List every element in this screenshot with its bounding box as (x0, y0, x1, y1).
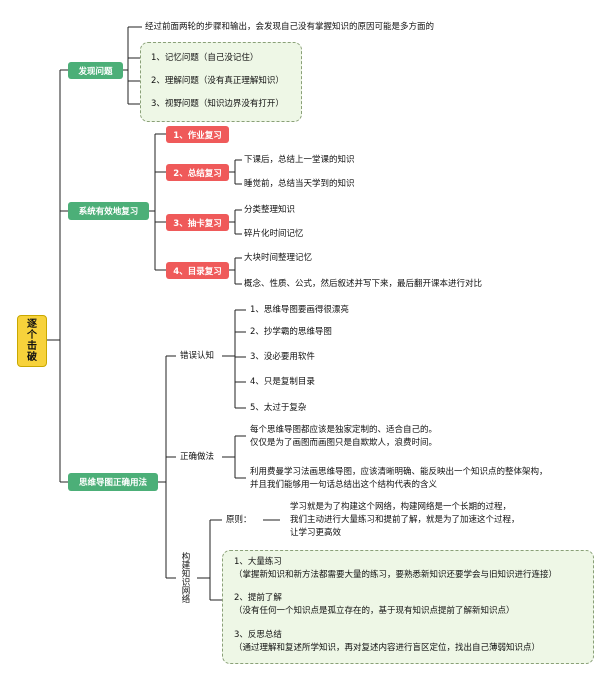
misconception-1: 1、思维导图要画得很漂亮 (250, 305, 349, 315)
correct-practice-label: 正确做法 (180, 452, 215, 462)
network-label: 构建知识网络 (180, 552, 190, 603)
correct-para2-line1: 利用费曼学习法画思维导图，应该清晰明确、能反映出一个知识点的整体架构， (250, 467, 548, 477)
find-problem-item-3: 3、视野问题（知识边界没有打开） (151, 99, 284, 109)
review-summary-detail-1: 下课后，总结上一堂课的知识 (244, 155, 355, 165)
find-problem-intro: 经过前面两轮的步骤和输出，会发现自己没有掌握知识的原因可能是多方面的 (145, 22, 435, 32)
find-problem-box (140, 42, 302, 122)
review-card[interactable]: 3、抽卡复习 (166, 214, 229, 231)
principle-line-2: 我们主动进行大量练习和提前了解，就是为了加速这个过程， (290, 515, 520, 525)
branch-find-problem-label: 发现问题 (78, 66, 113, 77)
review-card-detail-2: 碎片化时间记忆 (244, 229, 304, 239)
misconception-2: 2、抄学霸的思维导图 (250, 327, 332, 337)
network-item-1-desc: （掌握新知识和新方法都需要大量的练习，要熟悉新知识还要学会与旧知识进行连接） (234, 570, 558, 580)
correct-para1-line2: 仅仅是为了画图而画图只是自欺欺人，浪费时间。 (250, 438, 438, 448)
network-item-3-title: 3、反思总结 (234, 630, 282, 640)
review-catalog-detail-2: 概念、性质、公式，然后叙述并写下来，最后翻开课本进行对比 (244, 279, 483, 289)
misconception-5: 5、太过于复杂 (250, 403, 307, 413)
principle-line-1: 学习就是为了构建这个网络，构建网络是一个长期的过程， (290, 502, 512, 512)
correct-para2-line2: 并且我们能够用一句话总结出这个结构代表的含义 (250, 480, 438, 490)
branch-mindmap-label: 思维导图正确用法 (78, 478, 147, 488)
branch-systematic-review[interactable]: 系统有效地复习 (68, 202, 149, 220)
misconceptions-label: 错误认知 (180, 351, 215, 361)
review-catalog-label: 4、目录复习 (173, 266, 222, 277)
review-summary[interactable]: 2、总结复习 (166, 164, 229, 181)
network-item-1-title: 1、大量练习 (234, 557, 282, 567)
review-card-detail-1: 分类整理知识 (244, 205, 296, 215)
misconception-3: 3、没必要用软件 (250, 352, 315, 362)
root-label: 逐个击破 (27, 319, 37, 363)
review-homework[interactable]: 1、作业复习 (166, 126, 229, 143)
network-item-2-title: 2、提前了解 (234, 593, 282, 603)
correct-para1-line1: 每个思维导图都应该是独家定制的、适合自己的。 (250, 425, 438, 435)
branch-systematic-review-label: 系统有效地复习 (78, 207, 139, 217)
branch-mindmap[interactable]: 思维导图正确用法 (68, 473, 158, 491)
review-summary-label: 2、总结复习 (173, 168, 222, 179)
network-item-3-desc: （通过理解和复述所学知识，再对复述内容进行盲区定位，找出自己薄弱知识点） (234, 643, 541, 653)
review-catalog-detail-1: 大块时间整理记忆 (244, 253, 313, 263)
find-problem-item-1: 1、记忆问题（自己没记住） (151, 53, 259, 63)
network-item-2-desc: （没有任何一个知识点是孤立存在的，基于现有知识点提前了解新知识点） (234, 606, 515, 616)
find-problem-item-2: 2、理解问题（没有真正理解知识） (151, 76, 284, 86)
review-catalog[interactable]: 4、目录复习 (166, 262, 229, 279)
misconception-4: 4、只是复制目录 (250, 377, 315, 387)
review-summary-detail-2: 睡觉前，总结当天学到的知识 (244, 179, 355, 189)
review-card-label: 3、抽卡复习 (173, 218, 222, 229)
network-items-box (222, 550, 594, 664)
branch-find-problem[interactable]: 发现问题 (68, 62, 123, 79)
principle-line-3: 让学习更高效 (290, 528, 342, 538)
principle-label: 原则： (226, 515, 252, 525)
review-homework-label: 1、作业复习 (173, 130, 222, 141)
root-node: 逐个击破 (17, 315, 47, 367)
